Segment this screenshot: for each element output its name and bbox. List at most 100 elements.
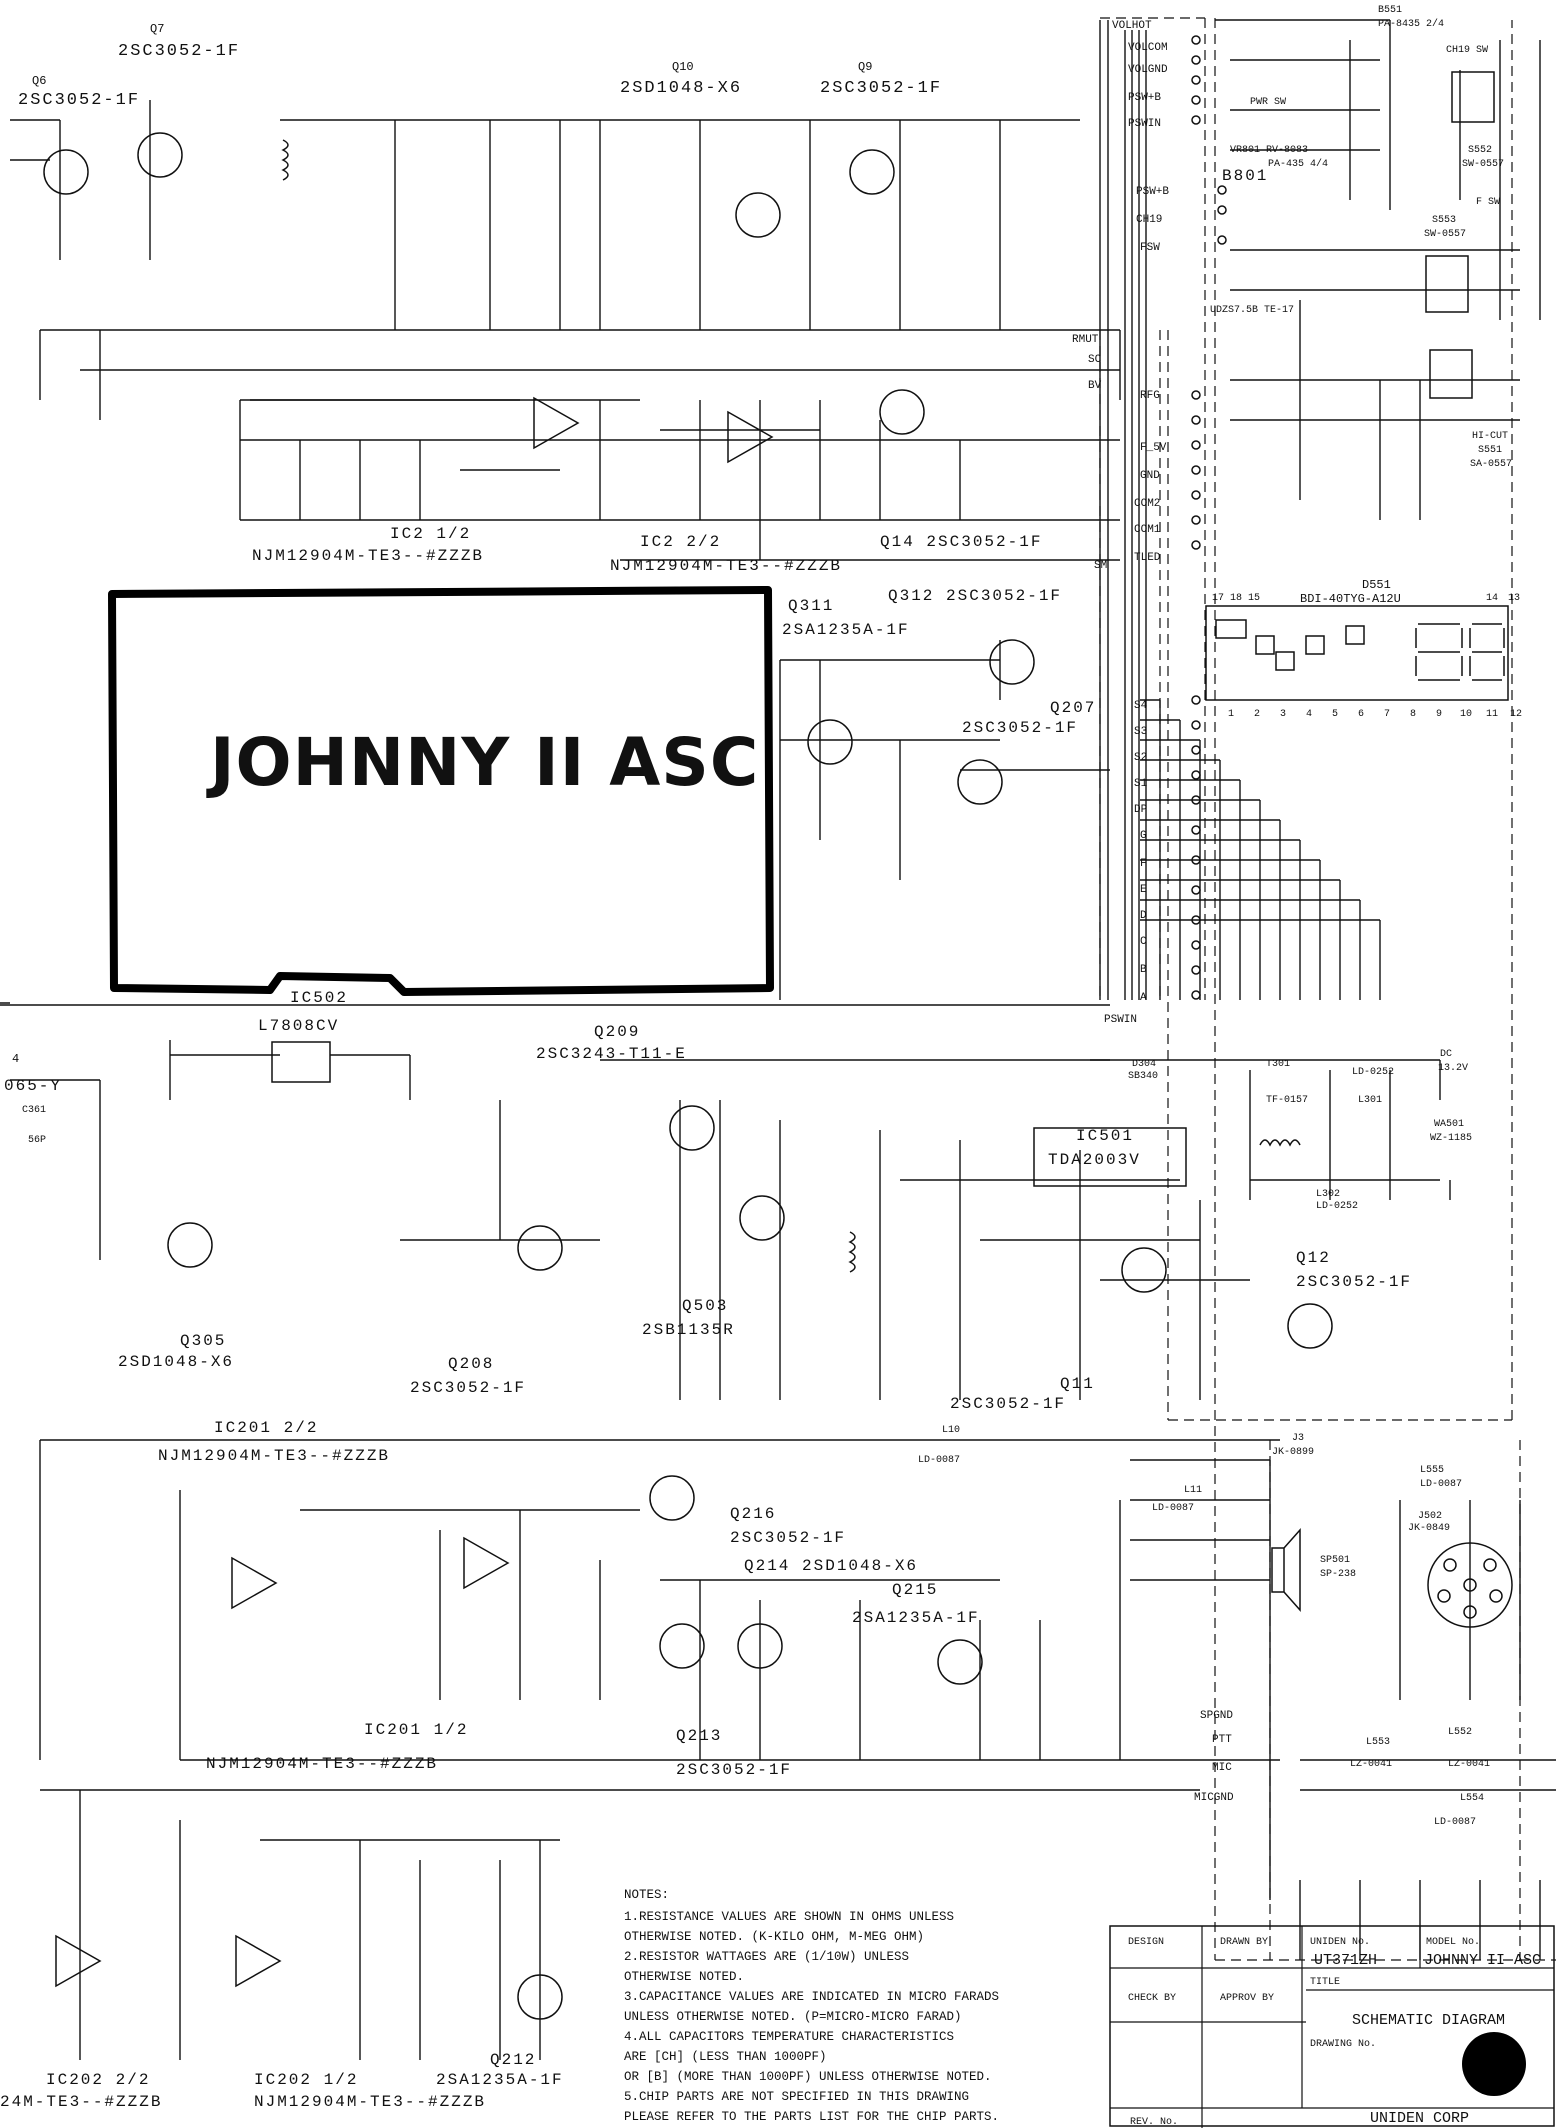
connector-labels: VOLHOT VOLCOM VOLGND PSW+B PSWIN PSW+B C… <box>1072 20 1169 572</box>
ic202-part-b: NJM12904M-TE3--#ZZZB <box>254 2093 486 2111</box>
q10-part: 2SD1048-X6 <box>620 79 742 98</box>
net-pswin: PSWIN <box>1128 118 1161 130</box>
net-fsw: FSW <box>1140 242 1160 254</box>
seg-s4: S4 <box>1134 700 1148 712</box>
ic201-22-part: NJM12904M-TE3--#ZZZB <box>158 1447 390 1465</box>
handwritten-title: JOHNNY II ASC <box>206 724 759 801</box>
q215-part: 2SA1235A-1F <box>852 1609 980 1627</box>
q216-part: 2SC3052-1F <box>730 1529 846 1547</box>
q12-part: 2SC3052-1F <box>1296 1273 1412 1291</box>
ch19-sw-label: CH19 SW <box>1446 45 1488 56</box>
net-volgnd: VOLGND <box>1128 64 1168 76</box>
q208-ref: Q208 <box>448 1355 494 1373</box>
ld0087-2-label: LD-0087 <box>1434 1817 1476 1828</box>
display-top-pins: 17 18 15 14 13 <box>1212 593 1520 604</box>
display-pin-2: 2 <box>1254 709 1260 720</box>
tb-uniden-no-label: UNIDEN No. <box>1310 1937 1370 1948</box>
l553-ref: L553 <box>1366 1737 1390 1748</box>
l555-ref: L555 <box>1420 1465 1444 1476</box>
ic501-part: TDA2003V <box>1048 1151 1141 1169</box>
q503-part: 2SB1135R <box>642 1321 735 1339</box>
l7808-label: L7808CV <box>258 1017 339 1035</box>
dc-voltage: 13.2V <box>1438 1063 1468 1074</box>
net-com2: COM2 <box>1134 498 1160 510</box>
lz1-label: LZ-0041 <box>1350 1759 1392 1770</box>
s553-part: SW-0557 <box>1424 229 1466 240</box>
display-pin-9: 9 <box>1436 709 1442 720</box>
left-edge-part: 065-Y <box>4 1077 62 1095</box>
s551-part: SA-0557 <box>1470 459 1512 470</box>
q10-ref: Q10 <box>672 60 694 74</box>
q208-part: 2SC3052-1F <box>410 1379 526 1397</box>
tb-drawing-no-label: DRAWING No. <box>1310 2039 1376 2050</box>
q207-part: 2SC3052-1F <box>962 719 1078 737</box>
q213-ref: Q213 <box>676 1727 722 1745</box>
q11-part: 2SC3052-1F <box>950 1395 1066 1413</box>
display-pin-7: 7 <box>1384 709 1390 720</box>
l11-ref: L11 <box>1184 1485 1202 1496</box>
net-gnd: GND <box>1140 470 1160 482</box>
display-pin-15: 15 <box>1248 593 1260 604</box>
b551-ref: B551 <box>1378 5 1402 16</box>
seg-c: C <box>1140 936 1147 948</box>
display-part: BDI-40TYG-A12U <box>1300 592 1401 606</box>
net-volhot: VOLHOT <box>1112 20 1152 32</box>
net-rmut: RMUT <box>1072 334 1099 346</box>
q207-ref: Q207 <box>1050 699 1096 717</box>
seg-a: A <box>1140 992 1147 1004</box>
seg-pswin: PSWIN <box>1104 1014 1137 1026</box>
s552-part: SW-0557 <box>1462 159 1504 170</box>
left-edge-c361: C361 <box>22 1105 46 1116</box>
net-ch19: CH19 <box>1136 214 1162 226</box>
seg-d: D <box>1140 910 1147 922</box>
hi-cut-label: HI-CUT <box>1472 431 1508 442</box>
notes-block: NOTES: 1.RESISTANCE VALUES ARE SHOWN IN … <box>624 1888 999 2124</box>
notes-line-3: 2.RESISTOR WATTAGES ARE (1/10W) UNLESS <box>624 1950 909 1964</box>
display-pin-17: 17 <box>1212 593 1224 604</box>
l302-ref: L302 <box>1316 1189 1340 1200</box>
seg-f: F <box>1140 858 1147 870</box>
pwr-sw-label: PWR SW <box>1250 97 1286 108</box>
ic501-label: IC501 <box>1076 1127 1134 1145</box>
q216-ref: Q216 <box>730 1505 776 1523</box>
q305-part: 2SD1048-X6 <box>118 1353 234 1371</box>
zener-label: UDZS7.5B TE-17 <box>1210 305 1294 316</box>
notes-line-9: OR [B] (MORE THAN 1000PF) UNLESS OTHERWI… <box>624 2070 992 2084</box>
b801-ref: B801 <box>1222 167 1268 185</box>
l555-part: LD-0087 <box>1420 1479 1462 1490</box>
ic202-22-label: IC202 2/2 <box>46 2071 150 2089</box>
segment-labels: S4 S3 S2 S1 DP G F E D C B A PSWIN <box>1104 700 1148 1026</box>
b551-part: PA-8435 2/4 <box>1378 18 1444 30</box>
seg-s2: S2 <box>1134 752 1147 764</box>
tb-company: UNIDEN CORP <box>1370 2110 1469 2127</box>
sp501-ref: SP501 <box>1320 1555 1350 1566</box>
net-volcom: VOLCOM <box>1128 42 1168 54</box>
j3-ref: J3 <box>1292 1433 1304 1444</box>
notes-line-2: OTHERWISE NOTED. (K-KILO OHM, M-MEG OHM) <box>624 1930 924 1944</box>
l10-ref: L10 <box>942 1425 960 1436</box>
seg-e: E <box>1140 884 1147 896</box>
q7-ref: Q7 <box>150 22 164 36</box>
display-pin-12: 12 <box>1510 709 1522 720</box>
net-micgnd: MICGND <box>1194 1792 1234 1804</box>
notes-line-7: 4.ALL CAPACITORS TEMPERATURE CHARACTERIS… <box>624 2030 954 2044</box>
display-pin-18: 18 <box>1230 593 1242 604</box>
ic2-a-label: IC2 1/2 <box>390 525 471 543</box>
tb-rev-no: REV. No. <box>1130 2117 1178 2128</box>
tb-title-label: TITLE <box>1310 1977 1340 1988</box>
q7-part: 2SC3052-1F <box>118 42 240 61</box>
notes-line-11: PLEASE REFER TO THE PARTS LIST FOR THE C… <box>624 2110 999 2124</box>
seg-s1: S1 <box>1134 778 1148 790</box>
q209-part: 2SC3243-T11-E <box>536 1045 687 1063</box>
sp501-part: SP-238 <box>1320 1569 1356 1580</box>
ic202-part-a: 24M-TE3--#ZZZB <box>0 2093 162 2111</box>
component-glyphs <box>43 35 1513 2020</box>
tb-approv-by: APPROV BY <box>1220 1993 1274 2004</box>
tb-black-dot <box>1462 2032 1526 2096</box>
seg-g: G <box>1140 830 1147 842</box>
schematic-wiring <box>0 19 1556 2060</box>
ic2-b-label: IC2 2/2 <box>640 533 721 551</box>
q212-part: 2SA1235A-1F <box>436 2071 564 2089</box>
notes-line-1: 1.RESISTANCE VALUES ARE SHOWN IN OHMS UN… <box>624 1910 954 1924</box>
ic201-12-label: IC201 1/2 <box>364 1721 468 1739</box>
